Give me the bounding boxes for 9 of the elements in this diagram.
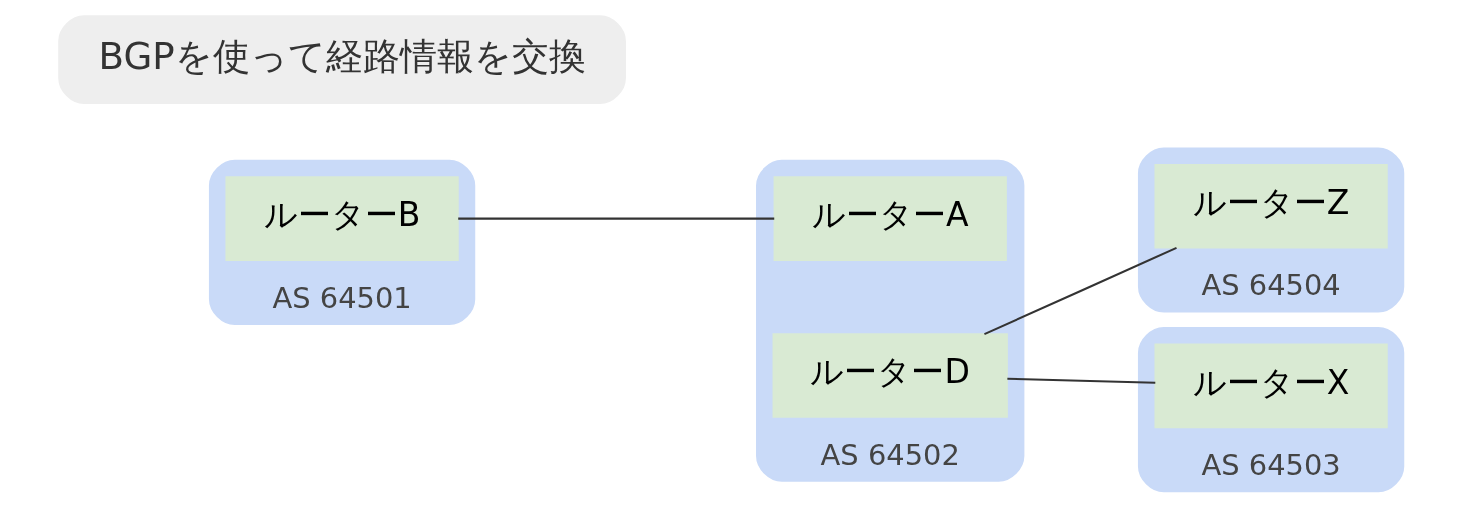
connector: [984, 246, 1177, 336]
node-box: ルーターX: [1154, 343, 1388, 429]
node-box: ルーターZ: [1154, 163, 1388, 249]
node-box: ルーターB: [225, 176, 459, 261]
label: BGPを使って経路情報を交換: [98, 34, 586, 78]
connector: [1007, 377, 1156, 384]
connector: [458, 217, 775, 220]
node-box: ルーターA: [773, 176, 1007, 261]
node-box: ルーターD: [772, 333, 1008, 418]
